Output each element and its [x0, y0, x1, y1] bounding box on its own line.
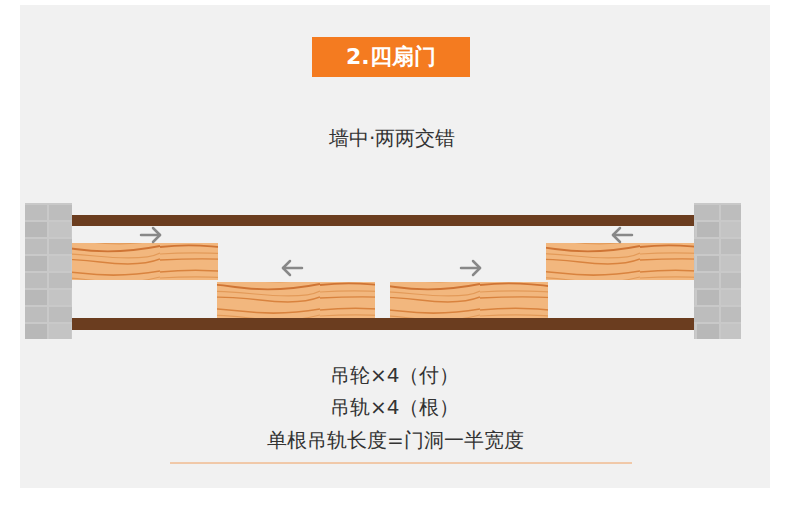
right-wall: [694, 203, 741, 339]
panel-ground: [20, 5, 770, 488]
door-leaf: [390, 282, 548, 318]
upper-track: [72, 215, 694, 226]
door-leaf: [546, 243, 694, 280]
subtitle-label: 墙中·两两交错: [329, 125, 455, 152]
door-leaf: [217, 282, 375, 318]
spec-label: 单根吊轨长度=门洞一半宽度: [267, 427, 524, 454]
underline: [170, 463, 632, 464]
spec-label: 吊轨×4（根）: [330, 394, 459, 421]
direction-arrow: [613, 228, 632, 242]
spec-label: 吊轮×4（付）: [330, 362, 459, 389]
direction-arrow: [141, 228, 160, 242]
door-leaf: [72, 243, 218, 280]
direction-arrow: [283, 261, 302, 275]
left-wall: [25, 203, 72, 339]
direction-arrow: [461, 261, 480, 275]
title-text: 2.四扇门: [346, 42, 436, 72]
lower-track: [72, 318, 694, 330]
